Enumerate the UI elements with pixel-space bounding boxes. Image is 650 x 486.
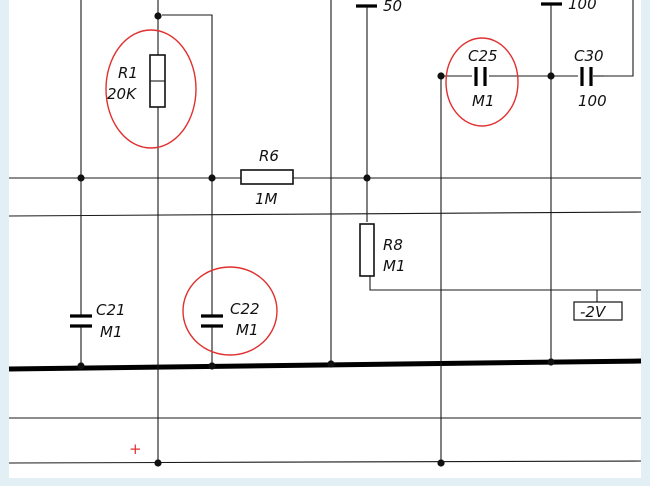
label-c21-value: M1 <box>100 323 123 341</box>
wire-horizontal-lower-2 <box>8 460 642 464</box>
capacitor-c22-gap <box>201 316 223 326</box>
label-r8-value: M1 <box>383 257 406 275</box>
capacitor-c21-gap <box>70 316 92 326</box>
label-c30-value: 100 <box>578 92 607 110</box>
label-c21-name: C21 <box>96 301 126 319</box>
junction-dot <box>77 362 85 370</box>
junction-dot <box>77 174 85 182</box>
label-top-right-value: 100 <box>568 0 597 13</box>
label-c30-name: C30 <box>574 47 604 65</box>
junction-dot <box>547 358 555 366</box>
label-c25-value: M1 <box>472 92 495 110</box>
highlight-circle-c25 <box>445 37 519 127</box>
label-r6-value: 1M <box>255 190 278 208</box>
label-r6-name: R6 <box>259 147 279 165</box>
junction-dot <box>208 362 216 370</box>
resistor-r8 <box>359 223 375 277</box>
wire-r8-to-right <box>369 276 641 291</box>
junction-dot <box>327 360 335 368</box>
junction-dot <box>437 459 445 467</box>
junction-dot <box>547 72 555 80</box>
highlight-circle-c22 <box>182 266 278 356</box>
junction-dot <box>154 12 162 20</box>
junction-dot <box>154 459 162 467</box>
label-r1-value: 20K <box>107 85 137 103</box>
voltage-box <box>573 301 623 321</box>
resistor-r6 <box>240 169 294 185</box>
label-r8-name: R8 <box>383 236 403 254</box>
plus-marker: + <box>129 440 142 458</box>
voltage-box-label: -2V <box>580 303 607 321</box>
wire-horizontal-upper <box>8 211 642 217</box>
label-c22-value: M1 <box>236 321 259 339</box>
label-top-mid-value: 50 <box>383 0 402 15</box>
schematic-sheet <box>9 0 641 478</box>
junction-dot <box>437 72 445 80</box>
wire-c30-right <box>600 0 634 77</box>
ground-bus <box>8 358 642 372</box>
junction-dot <box>363 174 371 182</box>
highlight-circle-r1 <box>105 29 197 149</box>
label-c25-name: C25 <box>468 47 498 65</box>
wire-r1-to-c22 <box>162 14 213 365</box>
label-c22-name: C22 <box>230 300 260 318</box>
label-r1-name: R1 <box>118 64 138 82</box>
junction-dot <box>208 174 216 182</box>
